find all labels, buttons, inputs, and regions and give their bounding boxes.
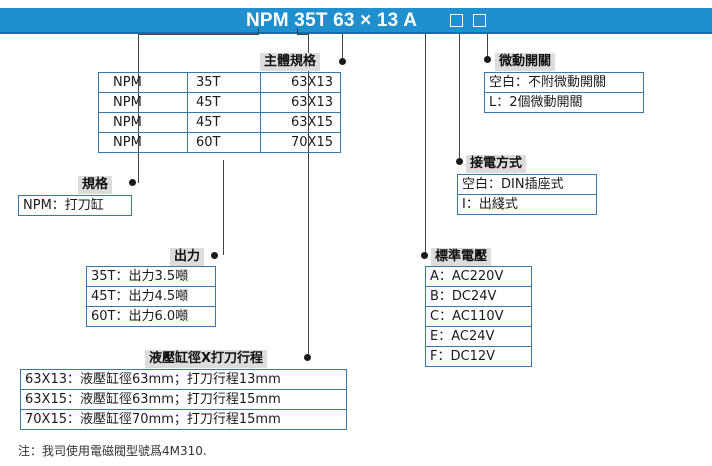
table-cell: 70X15 <box>260 132 341 153</box>
spec-option-1: NPM：打刀缸 <box>18 195 132 216</box>
table-cell: 45T <box>187 92 261 113</box>
list-item: 60T：出力6.0噸 <box>86 306 216 327</box>
connection-options: 空白：DIN插座式 I：出綫式 <box>457 174 597 215</box>
table-cell: 63X15 <box>260 112 341 133</box>
microswitch-options: 空白：不附微動開關 L：2個微動開關 <box>484 72 644 113</box>
main-spec-table: NPM 35T 63X13 NPM 45T 63X13 NPM 45T 63X1… <box>98 72 341 153</box>
list-item: 45T：出力4.5噸 <box>86 286 216 307</box>
table-row: NPM 45T 63X15 <box>98 112 341 133</box>
bore-stroke-options: 63X13：液壓缸徑63mm；打刀行程13mm 63X15：液壓缸徑63mm；打… <box>20 369 347 430</box>
footnote: 注：我司使用電磁閥型號爲4M310. <box>18 444 207 458</box>
table-cell: NPM <box>98 112 188 133</box>
table-row: NPM 60T 70X15 <box>98 132 341 153</box>
list-item: 35T：出力3.5噸 <box>86 266 216 287</box>
table-cell: 60T <box>187 132 261 153</box>
output-options: 35T：出力3.5噸 45T：出力4.5噸 60T：出力6.0噸 <box>86 266 216 327</box>
connector-spec-tick <box>258 28 259 35</box>
microswitch-option-2: L：2個微動開關 <box>484 92 644 113</box>
connector-voltage <box>425 34 426 255</box>
bore-stroke-option-1: 63X13：液壓缸徑63mm；打刀行程13mm <box>20 369 347 390</box>
connector-connection <box>459 34 460 160</box>
bore-stroke-option-2: 63X15：液壓缸徑63mm；打刀行程15mm <box>20 389 347 410</box>
table-cell: NPM <box>98 132 188 153</box>
connector-main-spec <box>342 34 343 61</box>
bore-stroke-label: 液壓缸徑X打刀行程 <box>145 350 268 368</box>
list-item: 63X13：液壓缸徑63mm；打刀行程13mm <box>20 369 347 390</box>
voltage-option-e: E：AC24V <box>425 326 532 347</box>
spec-label: 規格 <box>78 176 113 194</box>
bore-stroke-dot <box>304 354 311 361</box>
output-option-3: 60T：出力6.0噸 <box>86 306 216 327</box>
option-placeholder-box-1 <box>450 14 463 27</box>
list-item: 空白：DIN插座式 <box>457 174 597 195</box>
table-cell: 35T <box>187 72 261 93</box>
list-item: 70X15：液壓缸徑70mm；打刀行程15mm <box>20 409 347 430</box>
connector-bore-stroke <box>308 34 309 358</box>
connection-dot <box>456 158 463 165</box>
output-option-1: 35T：出力3.5噸 <box>86 266 216 287</box>
connection-option-1: 空白：DIN插座式 <box>457 174 597 195</box>
spec-options: NPM：打刀缸 <box>18 195 132 216</box>
table-cell: 45T <box>187 112 261 133</box>
main-spec-label: 主體規格 <box>260 53 321 71</box>
table-cell: 63X13 <box>260 72 341 93</box>
voltage-option-a: A：AC220V <box>425 266 532 287</box>
voltage-option-f: F：DC12V <box>425 346 532 367</box>
list-item: 空白：不附微動開關 <box>484 72 644 93</box>
table-cell: NPM <box>98 72 188 93</box>
connector-microswitch <box>487 34 488 59</box>
spec-dot <box>129 179 136 186</box>
output-dot <box>211 252 218 259</box>
table-row: NPM 35T 63X13 <box>98 72 341 93</box>
voltage-label: 標準電壓 <box>431 248 492 266</box>
option-placeholder-box-2 <box>473 14 486 27</box>
table-cell: NPM <box>98 92 188 113</box>
list-item: B：DC24V <box>425 286 532 307</box>
microswitch-label: 微動開關 <box>495 53 556 71</box>
model-code-title: NPM 35T 63 × 13 A <box>246 10 418 31</box>
list-item: L：2個微動開關 <box>484 92 644 113</box>
list-item: C：AC110V <box>425 306 532 327</box>
list-item: A：AC220V <box>425 266 532 287</box>
voltage-options: A：AC220V B：DC24V C：AC110V E：AC24V F：DC12… <box>425 266 532 367</box>
microswitch-dot <box>484 56 491 63</box>
title-bar <box>0 8 712 34</box>
table-row: NPM 45T 63X13 <box>98 92 341 113</box>
connection-option-2: I：出綫式 <box>457 194 597 215</box>
voltage-option-b: B：DC24V <box>425 286 532 307</box>
bore-stroke-option-3: 70X15：液壓缸徑70mm；打刀行程15mm <box>20 409 347 430</box>
list-item: I：出綫式 <box>457 194 597 215</box>
connector-output <box>223 160 224 255</box>
table-cell: 63X13 <box>260 92 341 113</box>
list-item: E：AC24V <box>425 326 532 347</box>
voltage-option-c: C：AC110V <box>425 306 532 327</box>
connection-label: 接電方式 <box>466 155 527 173</box>
connector-bore-stroke-tick <box>297 28 298 35</box>
connector-spec-top <box>138 34 258 35</box>
voltage-dot <box>421 252 428 259</box>
list-item: F：DC12V <box>425 346 532 367</box>
main-spec-dot <box>339 58 346 65</box>
output-option-2: 45T：出力4.5噸 <box>86 286 216 307</box>
list-item: 63X15：液壓缸徑63mm；打刀行程15mm <box>20 389 347 410</box>
list-item: NPM：打刀缸 <box>18 195 132 216</box>
output-label: 出力 <box>170 248 205 266</box>
connector-bore-stroke-top <box>297 34 309 35</box>
microswitch-option-1: 空白：不附微動開關 <box>484 72 644 93</box>
